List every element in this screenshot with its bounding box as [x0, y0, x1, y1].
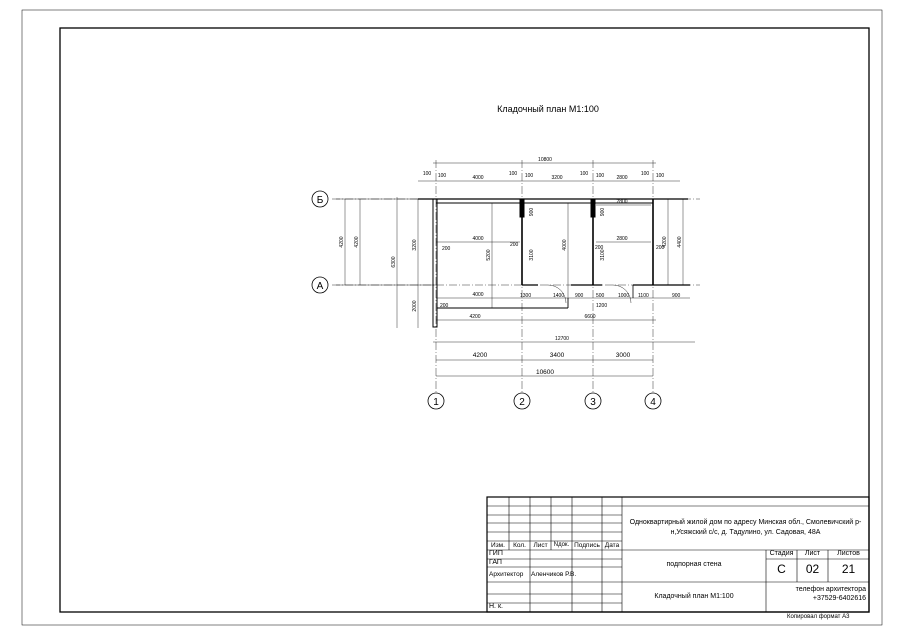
dim-label: 200 — [510, 242, 519, 248]
role-gap: ГАП — [489, 559, 502, 566]
phone-number: +37529-6402616 — [812, 595, 866, 602]
role-gip: ГИП — [489, 550, 503, 557]
dim-label: 4000 — [472, 292, 483, 298]
dim-label: 10800 — [538, 157, 552, 163]
sheet-label: Лист — [804, 550, 821, 557]
header-list: Лист — [533, 542, 548, 549]
section-name: подпорная стена — [666, 561, 722, 568]
stage-value: С — [777, 562, 786, 576]
dim-label: 100 — [656, 173, 665, 179]
dim-label: 100 — [509, 171, 518, 177]
dim-label: 4200 — [354, 236, 360, 247]
stage-label: Стадия — [769, 550, 794, 557]
dim-label: 10600 — [536, 369, 554, 376]
dim-label: 2000 — [412, 300, 418, 311]
dim-label: 3000 — [616, 352, 631, 359]
phone-label: телефон архитектора — [795, 586, 866, 593]
dim-label: 500 — [596, 293, 605, 299]
role-architect: Архитектор — [489, 571, 524, 578]
format-note: Копировал формат А3 — [787, 614, 850, 620]
role-nk: Н. к. — [489, 603, 503, 610]
axis-marker-3: 3 — [584, 392, 602, 410]
dim-label: 4000 — [472, 175, 483, 181]
drawing-title: Кладочный план М1:100 — [497, 104, 599, 114]
sheet-title: Кладочный план М1:100 — [654, 593, 734, 600]
svg-text:4: 4 — [650, 397, 656, 408]
outer-trim-line — [21, 9, 883, 626]
dim-label: 100 — [525, 173, 534, 179]
axis-marker-4: 4 — [644, 392, 662, 410]
dim-label: 900 — [672, 293, 681, 299]
dim-label: 100 — [423, 171, 432, 177]
dim-label: 6300 — [391, 256, 397, 267]
dim-label: 900 — [529, 208, 535, 217]
architect-name: Аленчиков Р.В. — [531, 571, 577, 578]
dim-label: 2800 — [616, 199, 627, 205]
dim-label: 100 — [641, 171, 650, 177]
dim-label: 1400 — [553, 293, 564, 299]
dim-label: 4200 — [473, 352, 488, 359]
dim-label: 12700 — [555, 336, 569, 342]
dim-label: 1000 — [618, 293, 629, 299]
axis-grid — [332, 160, 700, 392]
svg-text:А: А — [317, 281, 324, 292]
header-ndok: Nдок. — [553, 542, 570, 548]
svg-text:3: 3 — [590, 397, 596, 408]
axis-markers: Б А 1 2 3 4 — [311, 190, 662, 410]
dim-label: 100 — [438, 173, 447, 179]
dim-label: 900 — [575, 293, 584, 299]
dim-label: 2800 — [616, 236, 627, 242]
sheets-value: 21 — [841, 562, 856, 576]
dim-label: 4000 — [562, 239, 568, 250]
dimension-lines — [336, 162, 695, 377]
dim-label: 4200 — [662, 236, 668, 247]
dim-label: 900 — [600, 208, 606, 217]
dim-label: 2800 — [616, 175, 627, 181]
axis-marker-2: 2 — [513, 392, 531, 410]
dim-label: 3100 — [529, 249, 535, 260]
dim-label: 1200 — [596, 303, 607, 309]
drawing-frame — [59, 27, 870, 613]
dimension-labels: 10800 4000 3200 2800 100 100 100 100 100… — [339, 157, 683, 376]
dim-label: 200 — [440, 303, 449, 309]
dim-label: 6600 — [584, 314, 595, 320]
header-kol: Кол. — [513, 542, 526, 549]
svg-text:Б: Б — [317, 195, 324, 206]
dim-label: 1300 — [520, 293, 531, 299]
dim-label: 200 — [595, 245, 604, 251]
dim-label: 3200 — [551, 175, 562, 181]
project-address: Одноквартирный жилой дом по адресу Минск… — [629, 519, 862, 536]
sheet-value: 02 — [805, 562, 820, 576]
axis-marker-a: А — [311, 276, 329, 294]
dim-label: 4200 — [469, 314, 480, 320]
title-block-grid — [486, 496, 870, 613]
dim-label: 3400 — [550, 352, 565, 359]
walls — [418, 198, 690, 328]
dim-label: 4000 — [472, 236, 483, 242]
header-signature: Подпись — [574, 542, 600, 549]
dim-label: 100 — [596, 173, 605, 179]
dim-label: 4400 — [677, 236, 683, 247]
svg-text:1: 1 — [433, 397, 439, 408]
dim-label: 200 — [656, 245, 665, 251]
axis-marker-1: 1 — [427, 392, 445, 410]
dim-label: 4200 — [339, 236, 345, 247]
svg-text:2: 2 — [519, 397, 525, 408]
dim-label: 1100 — [638, 293, 649, 299]
dim-label: 3200 — [412, 239, 418, 250]
dim-label: 3100 — [600, 249, 606, 260]
header-izm: Изм. — [491, 542, 505, 549]
dim-label: 100 — [580, 171, 589, 177]
axis-marker-b: Б — [311, 190, 329, 208]
sheets-label: Листов — [837, 550, 860, 557]
dim-label: 5200 — [486, 249, 492, 260]
header-date: Дата — [604, 542, 620, 549]
dim-label: 200 — [442, 246, 451, 252]
